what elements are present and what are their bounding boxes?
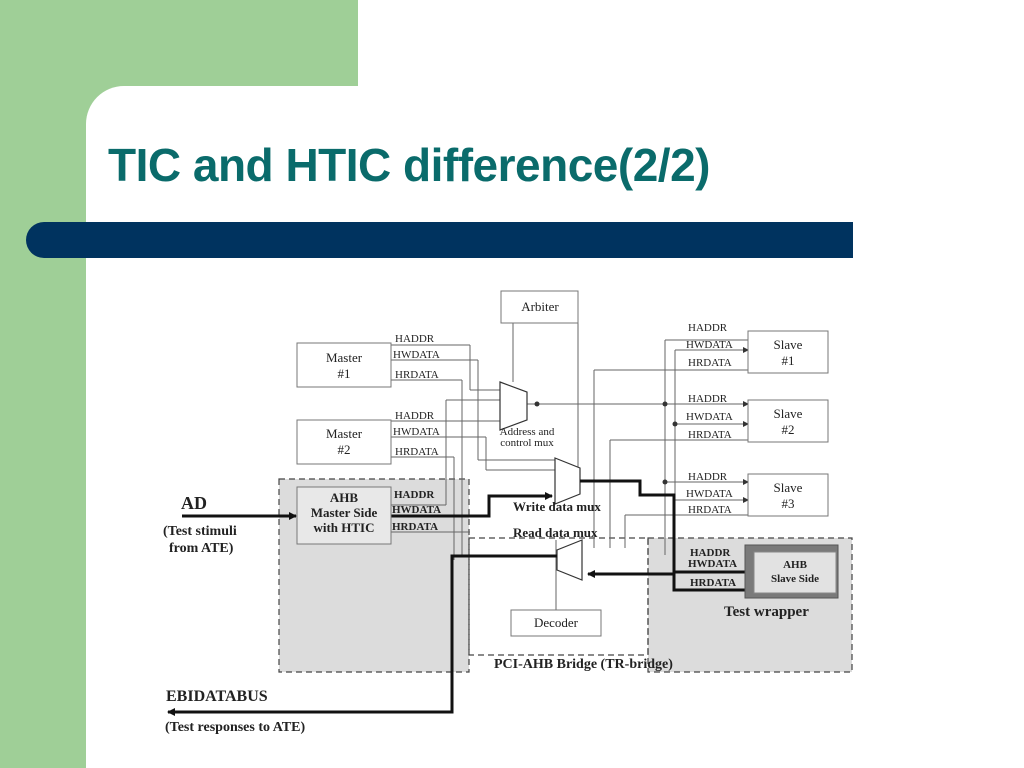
master1-label-1: Master bbox=[326, 350, 363, 365]
slave2-hrdata: HRDATA bbox=[688, 429, 732, 441]
master1-label-2: #1 bbox=[338, 366, 351, 381]
title-underline-bar bbox=[26, 222, 853, 258]
slave1-label-2: #1 bbox=[782, 353, 795, 368]
test-wrapper-label: Test wrapper bbox=[724, 604, 809, 620]
read-data-mux bbox=[556, 539, 583, 581]
slide-title: TIC and HTIC difference(2/2) bbox=[108, 139, 710, 191]
ahb-master-hwdata: HWDATA bbox=[392, 504, 441, 516]
slave3-box bbox=[747, 473, 829, 517]
master2-box bbox=[296, 419, 392, 465]
master1-box bbox=[296, 342, 392, 388]
slave2-label-1: Slave bbox=[774, 406, 803, 421]
master2-label-2: #2 bbox=[338, 442, 351, 457]
slave3-hwdata: HWDATA bbox=[686, 488, 733, 500]
ahb-slave-label-2: Slave Side bbox=[771, 573, 819, 585]
wrapper-hwdata: HWDATA bbox=[688, 558, 737, 570]
ahb-slave-box bbox=[753, 551, 837, 594]
decoder-label: Decoder bbox=[534, 615, 579, 630]
ebi-label: EBIDATABUS bbox=[166, 688, 268, 705]
read-mux-label: Read data mux bbox=[513, 525, 598, 540]
ad-label: AD bbox=[181, 493, 207, 513]
slave1-box bbox=[747, 330, 829, 374]
content-panel bbox=[86, 86, 1024, 768]
master2-haddr: HADDR bbox=[395, 410, 435, 422]
arbiter-box bbox=[500, 290, 579, 324]
address-control-mux bbox=[499, 381, 528, 431]
master1-hrdata: HRDATA bbox=[395, 369, 439, 381]
slave1-hrdata: HRDATA bbox=[688, 357, 732, 369]
write-data-mux bbox=[554, 457, 581, 505]
slave2-hwdata: HWDATA bbox=[686, 411, 733, 423]
slave1-label-1: Slave bbox=[774, 337, 803, 352]
ahb-master-label-1: AHB bbox=[330, 490, 359, 505]
master2-hwdata: HWDATA bbox=[393, 426, 440, 438]
master1-hwdata: HWDATA bbox=[393, 349, 440, 361]
master2-label-1: Master bbox=[326, 426, 363, 441]
bridge-label: PCI-AHB Bridge (TR-bridge) bbox=[494, 657, 673, 672]
addr-mux-label-1: Address and bbox=[500, 426, 555, 438]
slave2-label-2: #2 bbox=[782, 422, 795, 437]
bridge-outline bbox=[468, 537, 649, 656]
slave3-label-1: Slave bbox=[774, 480, 803, 495]
slave2-box bbox=[747, 399, 829, 443]
slave3-haddr: HADDR bbox=[688, 471, 728, 483]
ahb-master-label-3: with HTIC bbox=[313, 520, 374, 535]
addr-mux-label-2: control mux bbox=[500, 437, 554, 449]
wrapper-haddr: HADDR bbox=[690, 547, 731, 559]
ahb-master-box bbox=[296, 486, 392, 545]
slave1-haddr: HADDR bbox=[688, 322, 728, 334]
ahb-slave-label-1: AHB bbox=[783, 559, 808, 571]
ahb-master-haddr: HADDR bbox=[394, 489, 435, 501]
arbiter-label: Arbiter bbox=[521, 299, 559, 314]
write-mux-label: Write data mux bbox=[513, 499, 601, 514]
ahb-master-label-2: Master Side bbox=[311, 505, 378, 520]
slave3-hrdata: HRDATA bbox=[688, 504, 732, 516]
wrapper-hrdata: HRDATA bbox=[690, 577, 736, 589]
decoder-box bbox=[510, 609, 602, 637]
ebi-note: (Test responses to ATE) bbox=[165, 720, 305, 735]
slave1-hwdata: HWDATA bbox=[686, 339, 733, 351]
slave3-label-2: #3 bbox=[782, 496, 795, 511]
ad-note-1: (Test stimuli bbox=[163, 524, 237, 539]
ahb-master-hrdata: HRDATA bbox=[392, 521, 438, 533]
slave2-haddr: HADDR bbox=[688, 393, 728, 405]
ad-note-2: from ATE) bbox=[169, 541, 234, 556]
master1-haddr: HADDR bbox=[395, 333, 435, 345]
master2-hrdata: HRDATA bbox=[395, 446, 439, 458]
bus-architecture-diagram: Arbiter Master #1 Master #2 AHB Master S… bbox=[150, 285, 870, 745]
